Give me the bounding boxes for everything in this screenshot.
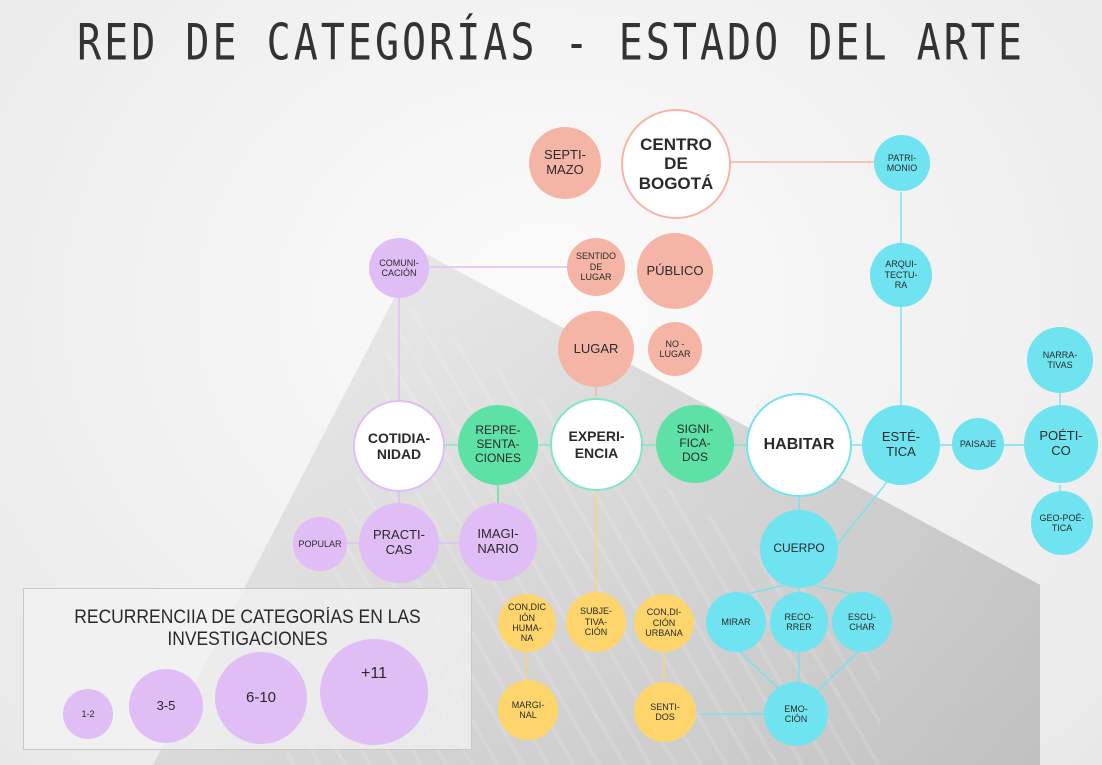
node-geopoetica: GEO-POÉ- TICA xyxy=(1031,491,1093,555)
node-no-lugar: NO - LUGAR xyxy=(648,322,702,376)
node-publico: PÚBLICO xyxy=(637,233,713,309)
edge-estetica-cuerpo xyxy=(835,481,888,547)
edge-mirar-emocion xyxy=(736,648,783,693)
diagram-title: RED DE CATEGORÍAS - ESTADO DEL ARTE xyxy=(77,14,1025,72)
legend-size-11-plus: +11 xyxy=(320,639,428,745)
legend-panel: RECURRENCIIA DE CATEGORÍAS EN LAS INVEST… xyxy=(23,588,472,750)
node-sentidos: SENTI- DOS xyxy=(634,682,696,742)
node-poetico: POÉTI- CO xyxy=(1024,405,1098,483)
node-practicas: PRACTI- CAS xyxy=(359,503,439,583)
node-recorrer: RECO- RRER xyxy=(770,592,828,652)
node-centro-de-bogota: CENTRO DE BOGOTÁ xyxy=(621,109,731,219)
node-cotidianidad: COTIDIA- NIDAD xyxy=(353,400,445,492)
node-narrativas: NARRA- TIVAS xyxy=(1027,327,1093,393)
node-experiencia: EXPERI- ENCIA xyxy=(550,398,643,491)
node-popular: POPULAR xyxy=(293,517,347,571)
node-subjetivacion: SUBJE- TIVA- CIÓN xyxy=(566,592,626,652)
node-cuerpo: CUERPO xyxy=(760,510,838,588)
node-habitar: HABITAR xyxy=(746,393,852,497)
legend-size-6-10: 6-10 xyxy=(215,652,307,744)
node-comunicacion: COMUNI- CACIÓN xyxy=(369,238,429,298)
node-paisaje: PAISAJE xyxy=(952,418,1004,470)
legend-size-1-2: 1-2 xyxy=(63,689,113,739)
node-sentido-de-lugar: SENTIDO DE LUGAR xyxy=(567,238,625,296)
node-emocion: EMO- CIÓN xyxy=(764,682,828,746)
node-septimazo: SEPTI- MAZO xyxy=(529,127,601,199)
node-arquitectura: ARQUI- TECTU- RA xyxy=(870,243,932,307)
node-mirar: MIRAR xyxy=(706,592,766,652)
legend-size-3-5: 3-5 xyxy=(129,669,203,743)
node-representaciones: REPRE- SENTA- CIONES xyxy=(458,405,538,485)
node-patrimonio: PATRI- MONIO xyxy=(874,135,930,191)
edge-escuchar-emocion xyxy=(815,648,862,693)
node-imaginario: IMAGI- NARIO xyxy=(459,503,537,581)
node-escuchar: ESCU- CHAR xyxy=(832,592,892,652)
node-estetica: ESTÉ- TICA xyxy=(862,405,940,485)
node-significados: SIGNI- FICA- DOS xyxy=(656,405,734,483)
node-lugar: LUGAR xyxy=(558,311,634,387)
node-marginal: MARGI- NAL xyxy=(498,680,558,740)
node-condicion-humana: CON,DIC IÓN HUMA- NA xyxy=(498,594,556,652)
node-condicion-urbana: CON,DI- CIÓN URBANA xyxy=(634,594,694,652)
legend-title: RECURRENCIIA DE CATEGORÍAS EN LAS INVEST… xyxy=(74,607,421,650)
